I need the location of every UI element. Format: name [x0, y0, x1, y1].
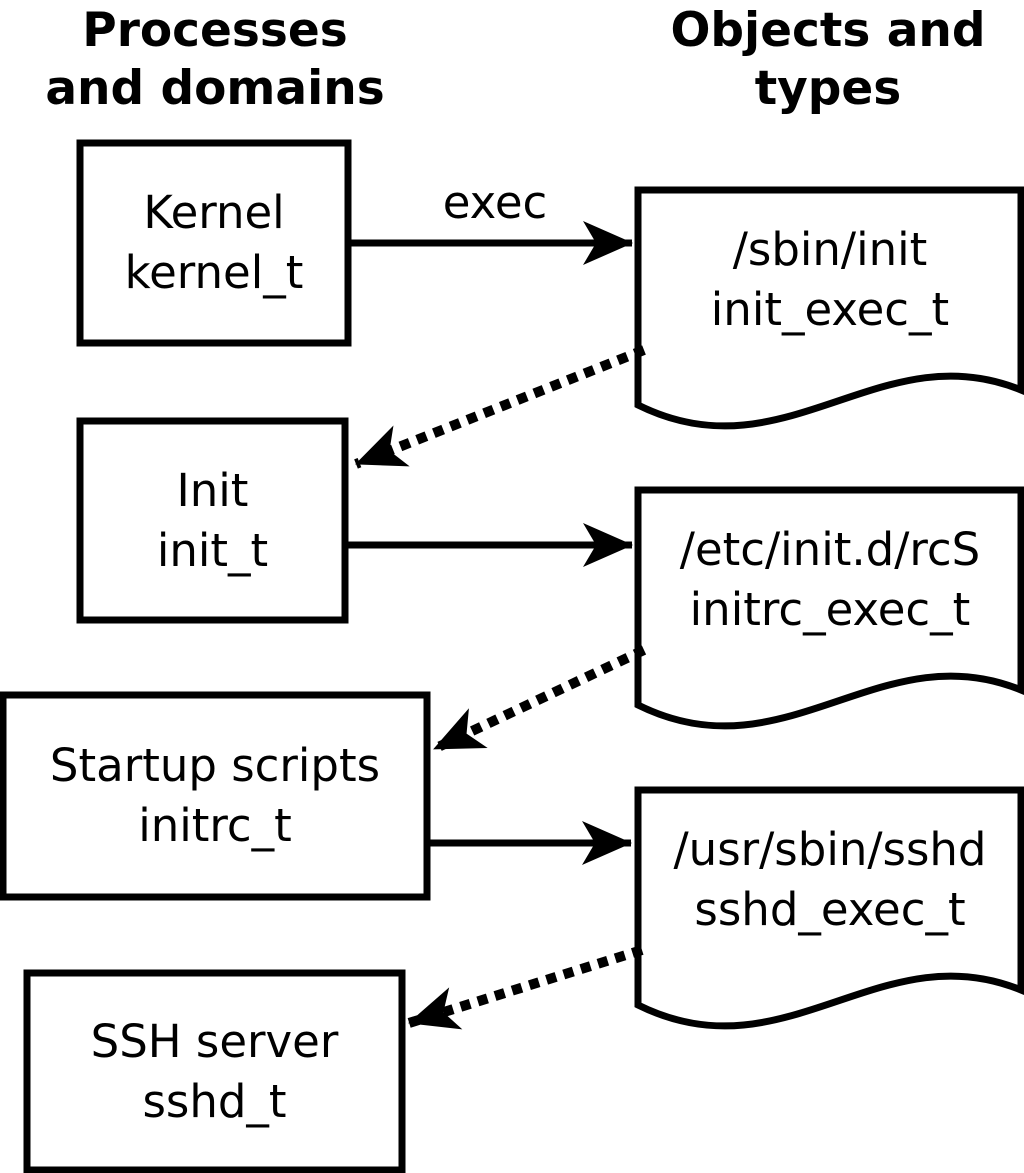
object-sbin-init: /sbin/init init_exec_t	[638, 190, 1022, 370]
node-ssh-server-type: sshd_t	[142, 1074, 287, 1128]
node-startup-scripts-name: Startup scripts	[49, 739, 381, 792]
node-kernel-type: kernel_t	[124, 246, 304, 299]
object-etc-initd-rcs: /etc/init.d/rcS initrc_exec_t	[638, 490, 1022, 670]
node-ssh-server-name: SSH server	[90, 1014, 339, 1068]
box-init	[76, 417, 349, 624]
document-sbin-init	[634, 186, 1024, 430]
box-kernel	[76, 139, 352, 347]
node-startup-scripts: Startup scripts initrc_t	[3, 695, 427, 897]
box-ssh-server	[23, 969, 406, 1173]
node-startup-scripts-type: initrc_t	[138, 799, 292, 852]
object-usr-sbin-sshd-type: sshd_exec_t	[694, 883, 966, 936]
transition-arrow-rcs-to-startup	[431, 645, 647, 754]
node-ssh-server: SSH server sshd_t	[27, 973, 402, 1170]
object-usr-sbin-sshd: /usr/sbin/sshd sshd_exec_t	[638, 790, 1022, 970]
column-header-objects: Objects and types	[670, 3, 986, 116]
object-etc-initd-rcs-path: /etc/init.d/rcS	[679, 523, 981, 576]
object-usr-sbin-sshd-path: /usr/sbin/sshd	[673, 823, 987, 876]
document-usr-sbin-sshd	[634, 786, 1024, 1030]
box-startup-scripts	[0, 691, 431, 901]
object-etc-initd-rcs-type: initrc_exec_t	[689, 583, 971, 636]
transition-arrow-sshdexec-to-sshd	[407, 945, 644, 1030]
object-sbin-init-type: init_exec_t	[710, 283, 950, 336]
node-kernel: Kernel kernel_t	[80, 143, 348, 343]
exec-edge-label: exec	[442, 176, 548, 229]
document-etc-initd-rcs	[634, 486, 1024, 730]
node-kernel-name: Kernel	[143, 186, 285, 239]
node-init-type: init_t	[156, 523, 269, 577]
column-header-processes: Processes and domains	[45, 3, 385, 116]
transition-arrow-sbininit-to-init	[354, 345, 646, 469]
object-sbin-init-path: /sbin/init	[732, 223, 928, 276]
node-init-name: Init	[176, 463, 249, 517]
node-init: Init init_t	[80, 421, 345, 620]
